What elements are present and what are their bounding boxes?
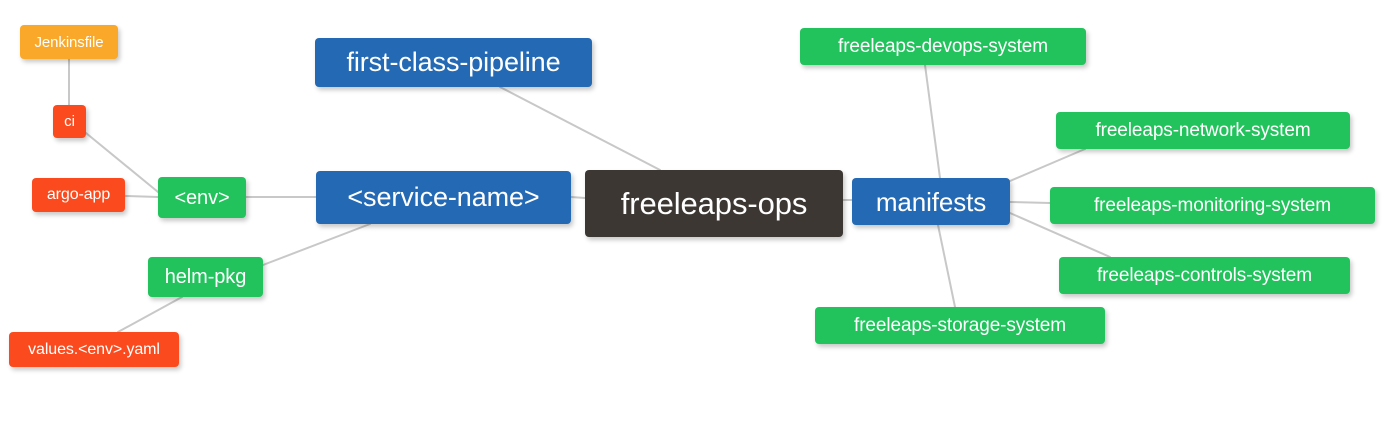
node-label-env: <env> bbox=[174, 186, 230, 209]
edge-first-class-pipeline-to-freeleaps-ops bbox=[499, 86, 661, 171]
node-label-helm-pkg: helm-pkg bbox=[164, 266, 247, 288]
node-label-freeleaps-devops-system: freeleaps-devops-system bbox=[838, 36, 1048, 57]
node-freeleaps-network-system[interactable]: freeleaps-network-system bbox=[1056, 112, 1350, 149]
node-label-values-env-yaml: values.<env>.yaml bbox=[28, 340, 160, 358]
node-label-first-class-pipeline: first-class-pipeline bbox=[346, 47, 561, 77]
edge-manifests-to-freeleaps-storage-system bbox=[937, 224, 956, 308]
node-ci[interactable]: ci bbox=[53, 105, 86, 138]
edge-helm-pkg-to-service-name bbox=[262, 223, 371, 266]
node-freeleaps-monitoring-system[interactable]: freeleaps-monitoring-system bbox=[1050, 187, 1375, 224]
node-freeleaps-ops[interactable]: freeleaps-ops bbox=[585, 170, 843, 237]
edge-argo-app-to-env bbox=[124, 195, 159, 198]
edge-manifests-to-freeleaps-devops-system bbox=[924, 64, 941, 179]
node-argo-app[interactable]: argo-app bbox=[32, 178, 125, 212]
node-freeleaps-storage-system[interactable]: freeleaps-storage-system bbox=[815, 307, 1105, 344]
node-helm-pkg[interactable]: helm-pkg bbox=[148, 257, 263, 297]
node-label-freeleaps-ops: freeleaps-ops bbox=[620, 186, 808, 221]
node-freeleaps-controls-system[interactable]: freeleaps-controls-system bbox=[1059, 257, 1350, 294]
node-jenkinsfile[interactable]: Jenkinsfile bbox=[20, 25, 118, 59]
node-label-freeleaps-storage-system: freeleaps-storage-system bbox=[854, 315, 1066, 336]
edge-manifests-to-freeleaps-monitoring-system bbox=[1009, 201, 1051, 204]
node-manifests[interactable]: manifests bbox=[852, 178, 1010, 225]
node-freeleaps-devops-system[interactable]: freeleaps-devops-system bbox=[800, 28, 1086, 65]
edge-manifests-to-freeleaps-network-system bbox=[1009, 148, 1086, 182]
edge-service-name-to-freeleaps-ops bbox=[570, 196, 586, 199]
node-env[interactable]: <env> bbox=[158, 177, 246, 218]
node-label-manifests: manifests bbox=[875, 186, 987, 217]
node-label-freeleaps-network-system: freeleaps-network-system bbox=[1095, 120, 1311, 141]
node-label-jenkinsfile: Jenkinsfile bbox=[34, 33, 104, 51]
node-values-env-yaml[interactable]: values.<env>.yaml bbox=[9, 332, 179, 367]
node-label-service-name: <service-name> bbox=[347, 182, 540, 212]
node-label-argo-app: argo-app bbox=[46, 186, 111, 203]
node-first-class-pipeline[interactable]: first-class-pipeline bbox=[315, 38, 592, 87]
node-label-freeleaps-controls-system: freeleaps-controls-system bbox=[1096, 265, 1313, 286]
node-service-name[interactable]: <service-name> bbox=[316, 171, 571, 224]
node-label-ci: ci bbox=[64, 113, 75, 130]
edge-values-env-yaml-to-helm-pkg bbox=[117, 296, 183, 333]
node-label-freeleaps-monitoring-system: freeleaps-monitoring-system bbox=[1094, 195, 1331, 216]
